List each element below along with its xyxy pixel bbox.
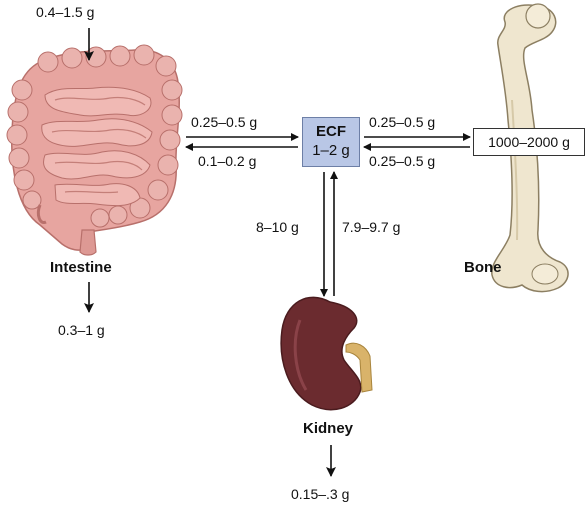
flow-bone-to-ecf: 0.25–0.5 g <box>369 153 436 169</box>
intestine-loss-label: 0.3–1 g <box>58 322 105 338</box>
intestine-intake-label: 0.4–1.5 g <box>36 4 95 20</box>
ecf-title: ECF <box>316 123 346 140</box>
flow-ecf-to-intestine: 0.1–0.2 g <box>198 153 257 169</box>
bone-label: Bone <box>464 259 502 276</box>
ecf-box: ECF 1–2 g <box>302 117 360 167</box>
bone-pool-box: 1000–2000 g <box>473 128 585 156</box>
flow-kidney-to-ecf: 7.9–9.7 g <box>342 219 401 235</box>
kidney-illustration <box>280 296 373 411</box>
flow-ecf-to-bone: 0.25–0.5 g <box>369 114 436 130</box>
arrows <box>84 28 471 477</box>
kidney-label: Kidney <box>303 420 354 437</box>
intestine-label: Intestine <box>50 259 112 276</box>
flow-ecf-to-kidney: 8–10 g <box>256 219 299 235</box>
kidney-excretion-label: 0.15–.3 g <box>291 486 350 502</box>
intestine-illustration <box>6 44 183 256</box>
flow-intestine-to-ecf: 0.25–0.5 g <box>191 114 258 130</box>
ecf-amount: 1–2 g <box>312 142 350 159</box>
